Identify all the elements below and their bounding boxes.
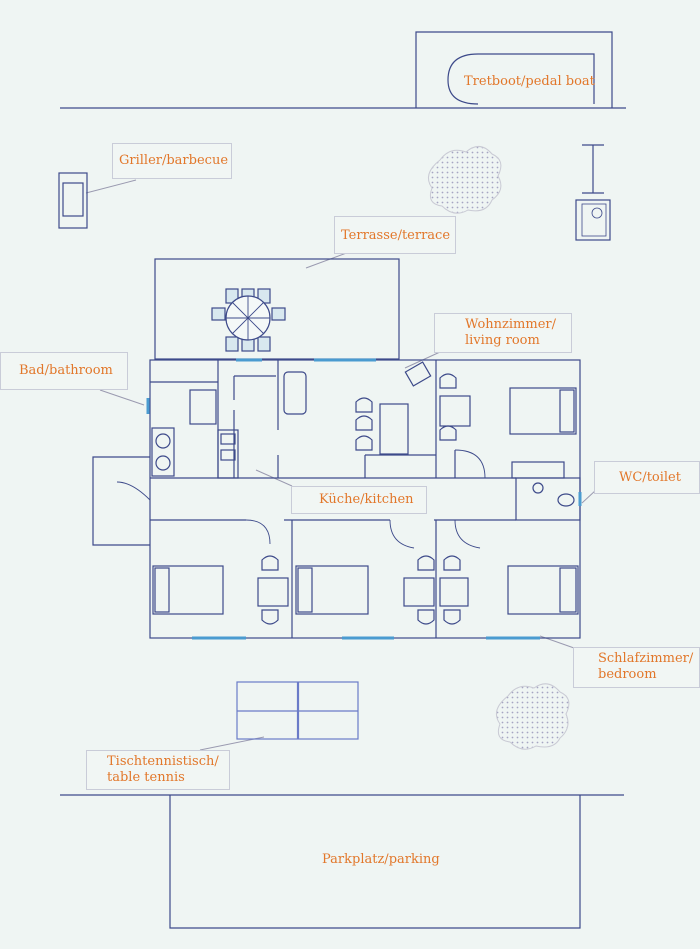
living-room-label-line2: living room xyxy=(465,333,540,348)
living-room-label: Wohnzimmer/ living room xyxy=(434,313,572,353)
bed-bedroom-1 xyxy=(152,565,224,615)
toilet-room xyxy=(515,477,581,521)
toilet-label: WC/toilet xyxy=(594,461,700,494)
armchair xyxy=(404,361,432,387)
bedroom-label-line1: Schlafzimmer/ xyxy=(598,651,694,666)
pedal-boat-dock xyxy=(415,31,613,108)
parking-area xyxy=(169,795,581,929)
washbasin xyxy=(155,433,171,449)
sofa xyxy=(283,371,307,415)
windows xyxy=(146,358,582,640)
bed-top-right xyxy=(509,387,577,435)
barbecue-label: Griller/barbecue xyxy=(112,143,232,179)
bed-bedroom-2 xyxy=(295,565,369,615)
bathroom-label: Bad/bathroom xyxy=(0,352,128,390)
entrance-porch xyxy=(92,456,150,546)
table-tennis-label-line2: table tennis xyxy=(107,770,185,785)
bed-bedroom-3 xyxy=(507,565,579,615)
pedal-boat xyxy=(447,53,595,105)
barbecue-grill xyxy=(58,172,88,229)
terrace-dining-table xyxy=(211,288,286,352)
pedal-boat-label: Tretboot/pedal boat xyxy=(464,74,595,89)
outdoor-shower xyxy=(575,144,611,241)
table-tennis-label-line1: Tischtennistisch/ xyxy=(107,754,219,769)
bedroom-label-line2: bedroom xyxy=(598,667,657,682)
kitchen-label: Küche/kitchen xyxy=(291,486,427,514)
table-tennis-label: Tischtennistisch/ table tennis xyxy=(86,750,230,790)
parking-label: Parkplatz/parking xyxy=(322,852,440,867)
dining-table xyxy=(379,403,409,455)
desk-top-right xyxy=(439,395,471,427)
shower-tray xyxy=(189,389,217,425)
desk-bedroom-2 xyxy=(257,577,289,607)
toilet-bowl xyxy=(557,493,575,507)
kitchen-counter xyxy=(217,429,239,479)
terrace-area xyxy=(154,258,400,360)
tree-bottom xyxy=(495,683,570,750)
dining-chairs xyxy=(355,397,373,451)
tree-top xyxy=(427,146,502,214)
desk-bedroom-3 xyxy=(403,577,435,607)
terrace-label: Terrasse/terrace xyxy=(334,216,456,254)
living-room-label-line1: Wohnzimmer/ xyxy=(465,317,556,332)
bedroom-label: Schlafzimmer/ bedroom xyxy=(573,647,700,688)
